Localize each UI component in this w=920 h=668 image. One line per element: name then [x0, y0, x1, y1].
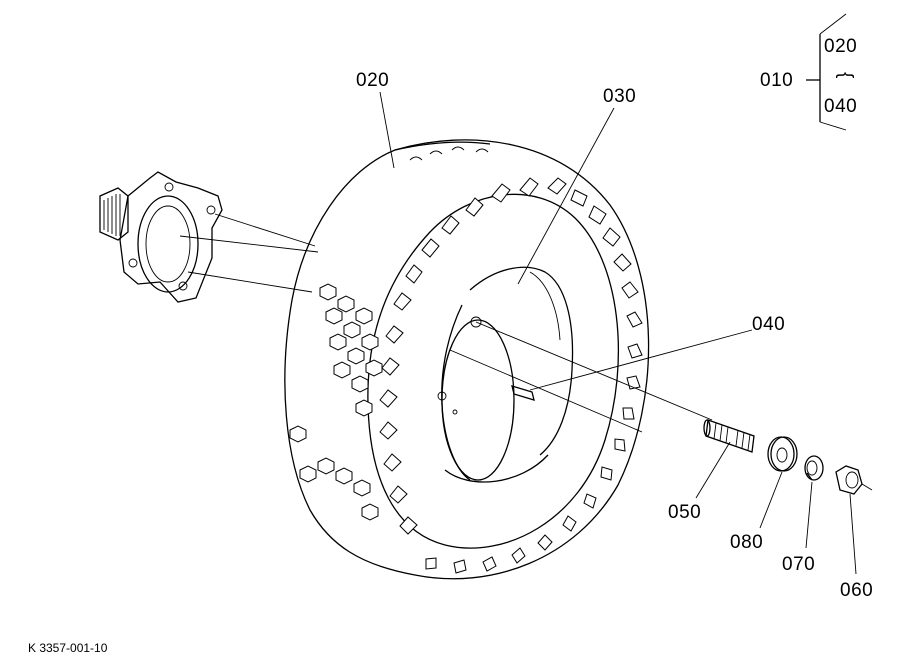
- stud-centerline-lower: [187, 271, 313, 293]
- stud-centerline-upper: [214, 213, 316, 247]
- wheel-hub: [99, 171, 223, 303]
- hex-nut: [835, 465, 873, 495]
- wheel-stud: [703, 419, 755, 453]
- label-rim: 030: [603, 86, 636, 107]
- figure-code: K 3357-001-10: [28, 641, 108, 655]
- leader-nut: [849, 493, 857, 575]
- leader-spring-washer: [805, 481, 813, 549]
- label-spring-washer: 070: [782, 554, 815, 575]
- spring-washer: [804, 455, 824, 481]
- rim: [437, 266, 574, 483]
- axle-centerline: [179, 235, 319, 253]
- flat-washer: [767, 436, 798, 472]
- leader-stud: [695, 441, 731, 499]
- leader-valve: [529, 329, 753, 391]
- label-nut: 060: [840, 580, 873, 601]
- label-range-bottom: 040: [824, 96, 857, 117]
- leader-washer: [759, 471, 783, 529]
- rim-stud-hole: [437, 391, 447, 401]
- label-tire: 020: [356, 70, 389, 91]
- stud-axis-line: [475, 321, 713, 421]
- assembly-bracket: [806, 13, 847, 131]
- label-range-separator: {: [835, 72, 856, 79]
- leader-rim: [517, 107, 615, 285]
- label-washer: 080: [730, 532, 763, 553]
- rim-stud-hole: [470, 316, 482, 328]
- leader-tire: [379, 91, 395, 169]
- tire: [284, 139, 650, 580]
- label-assembly: 010: [760, 70, 793, 91]
- label-range-top: 020: [824, 36, 857, 57]
- valve-stem: [511, 385, 535, 401]
- label-stud: 050: [668, 502, 701, 523]
- label-valve: 040: [752, 314, 785, 335]
- valve-axis-line: [449, 349, 643, 433]
